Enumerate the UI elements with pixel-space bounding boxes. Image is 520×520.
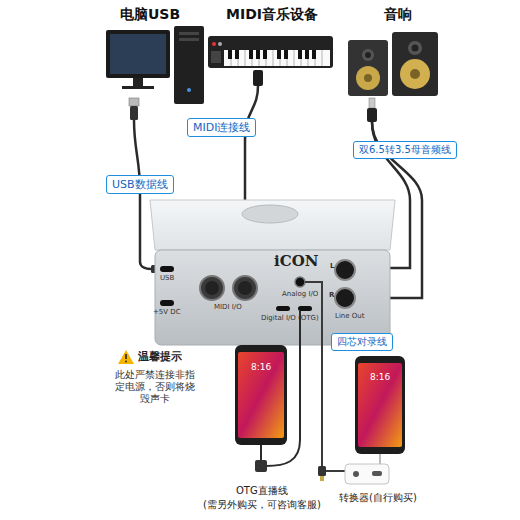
device-title: 电脑USB	[120, 6, 180, 23]
phone-clock: 8:16	[370, 372, 390, 383]
converter	[345, 464, 389, 484]
port-label: Analog I/O	[282, 290, 318, 298]
cable-label: USB数据线	[106, 175, 174, 194]
cable-name: 双6.5转3.5母音频线	[359, 144, 451, 156]
computer	[106, 26, 204, 104]
phone-clock: 8:16	[251, 362, 271, 373]
cable-name: USB数据线	[112, 178, 168, 191]
cable-label: MIDI连接线	[187, 118, 256, 137]
cable-name: 四芯对录线	[337, 336, 387, 348]
cable-caption: OTG直播线	[236, 485, 288, 497]
phone-left	[235, 345, 287, 445]
converter-caption: 转换器(自行购买)	[339, 492, 417, 504]
otg-cable	[255, 311, 300, 472]
phone-right	[355, 356, 405, 464]
speakers	[348, 32, 438, 96]
cable-caption: (需另外购买，可咨询客服)	[203, 499, 321, 511]
channel-label: R	[329, 291, 334, 299]
port-label: USB	[160, 274, 174, 282]
audio-interface	[150, 200, 395, 345]
port-label: MIDI I/O	[214, 303, 242, 311]
port-label: +5V DC	[153, 308, 181, 316]
warning-title: 温馨提示	[138, 350, 182, 363]
warning-icon	[118, 350, 134, 364]
cable-name: MIDI连接线	[193, 121, 250, 134]
brand-logo: iCON	[274, 252, 318, 270]
warning-text: 此处严禁连接非指定电源，否则将烧毁声卡	[114, 369, 196, 405]
four-core-cable	[305, 282, 345, 481]
port-label: Digital I/O (OTG)	[261, 314, 319, 322]
port-label: Line Out	[335, 312, 365, 320]
device-title: 音响	[384, 6, 412, 23]
cable-label: 双6.5转3.5母音频线	[353, 141, 457, 159]
midi-keyboard	[208, 36, 333, 68]
channel-label: L	[330, 262, 334, 270]
cable-label: 四芯对录线	[331, 333, 393, 351]
device-title: MIDI音乐设备	[226, 6, 318, 23]
